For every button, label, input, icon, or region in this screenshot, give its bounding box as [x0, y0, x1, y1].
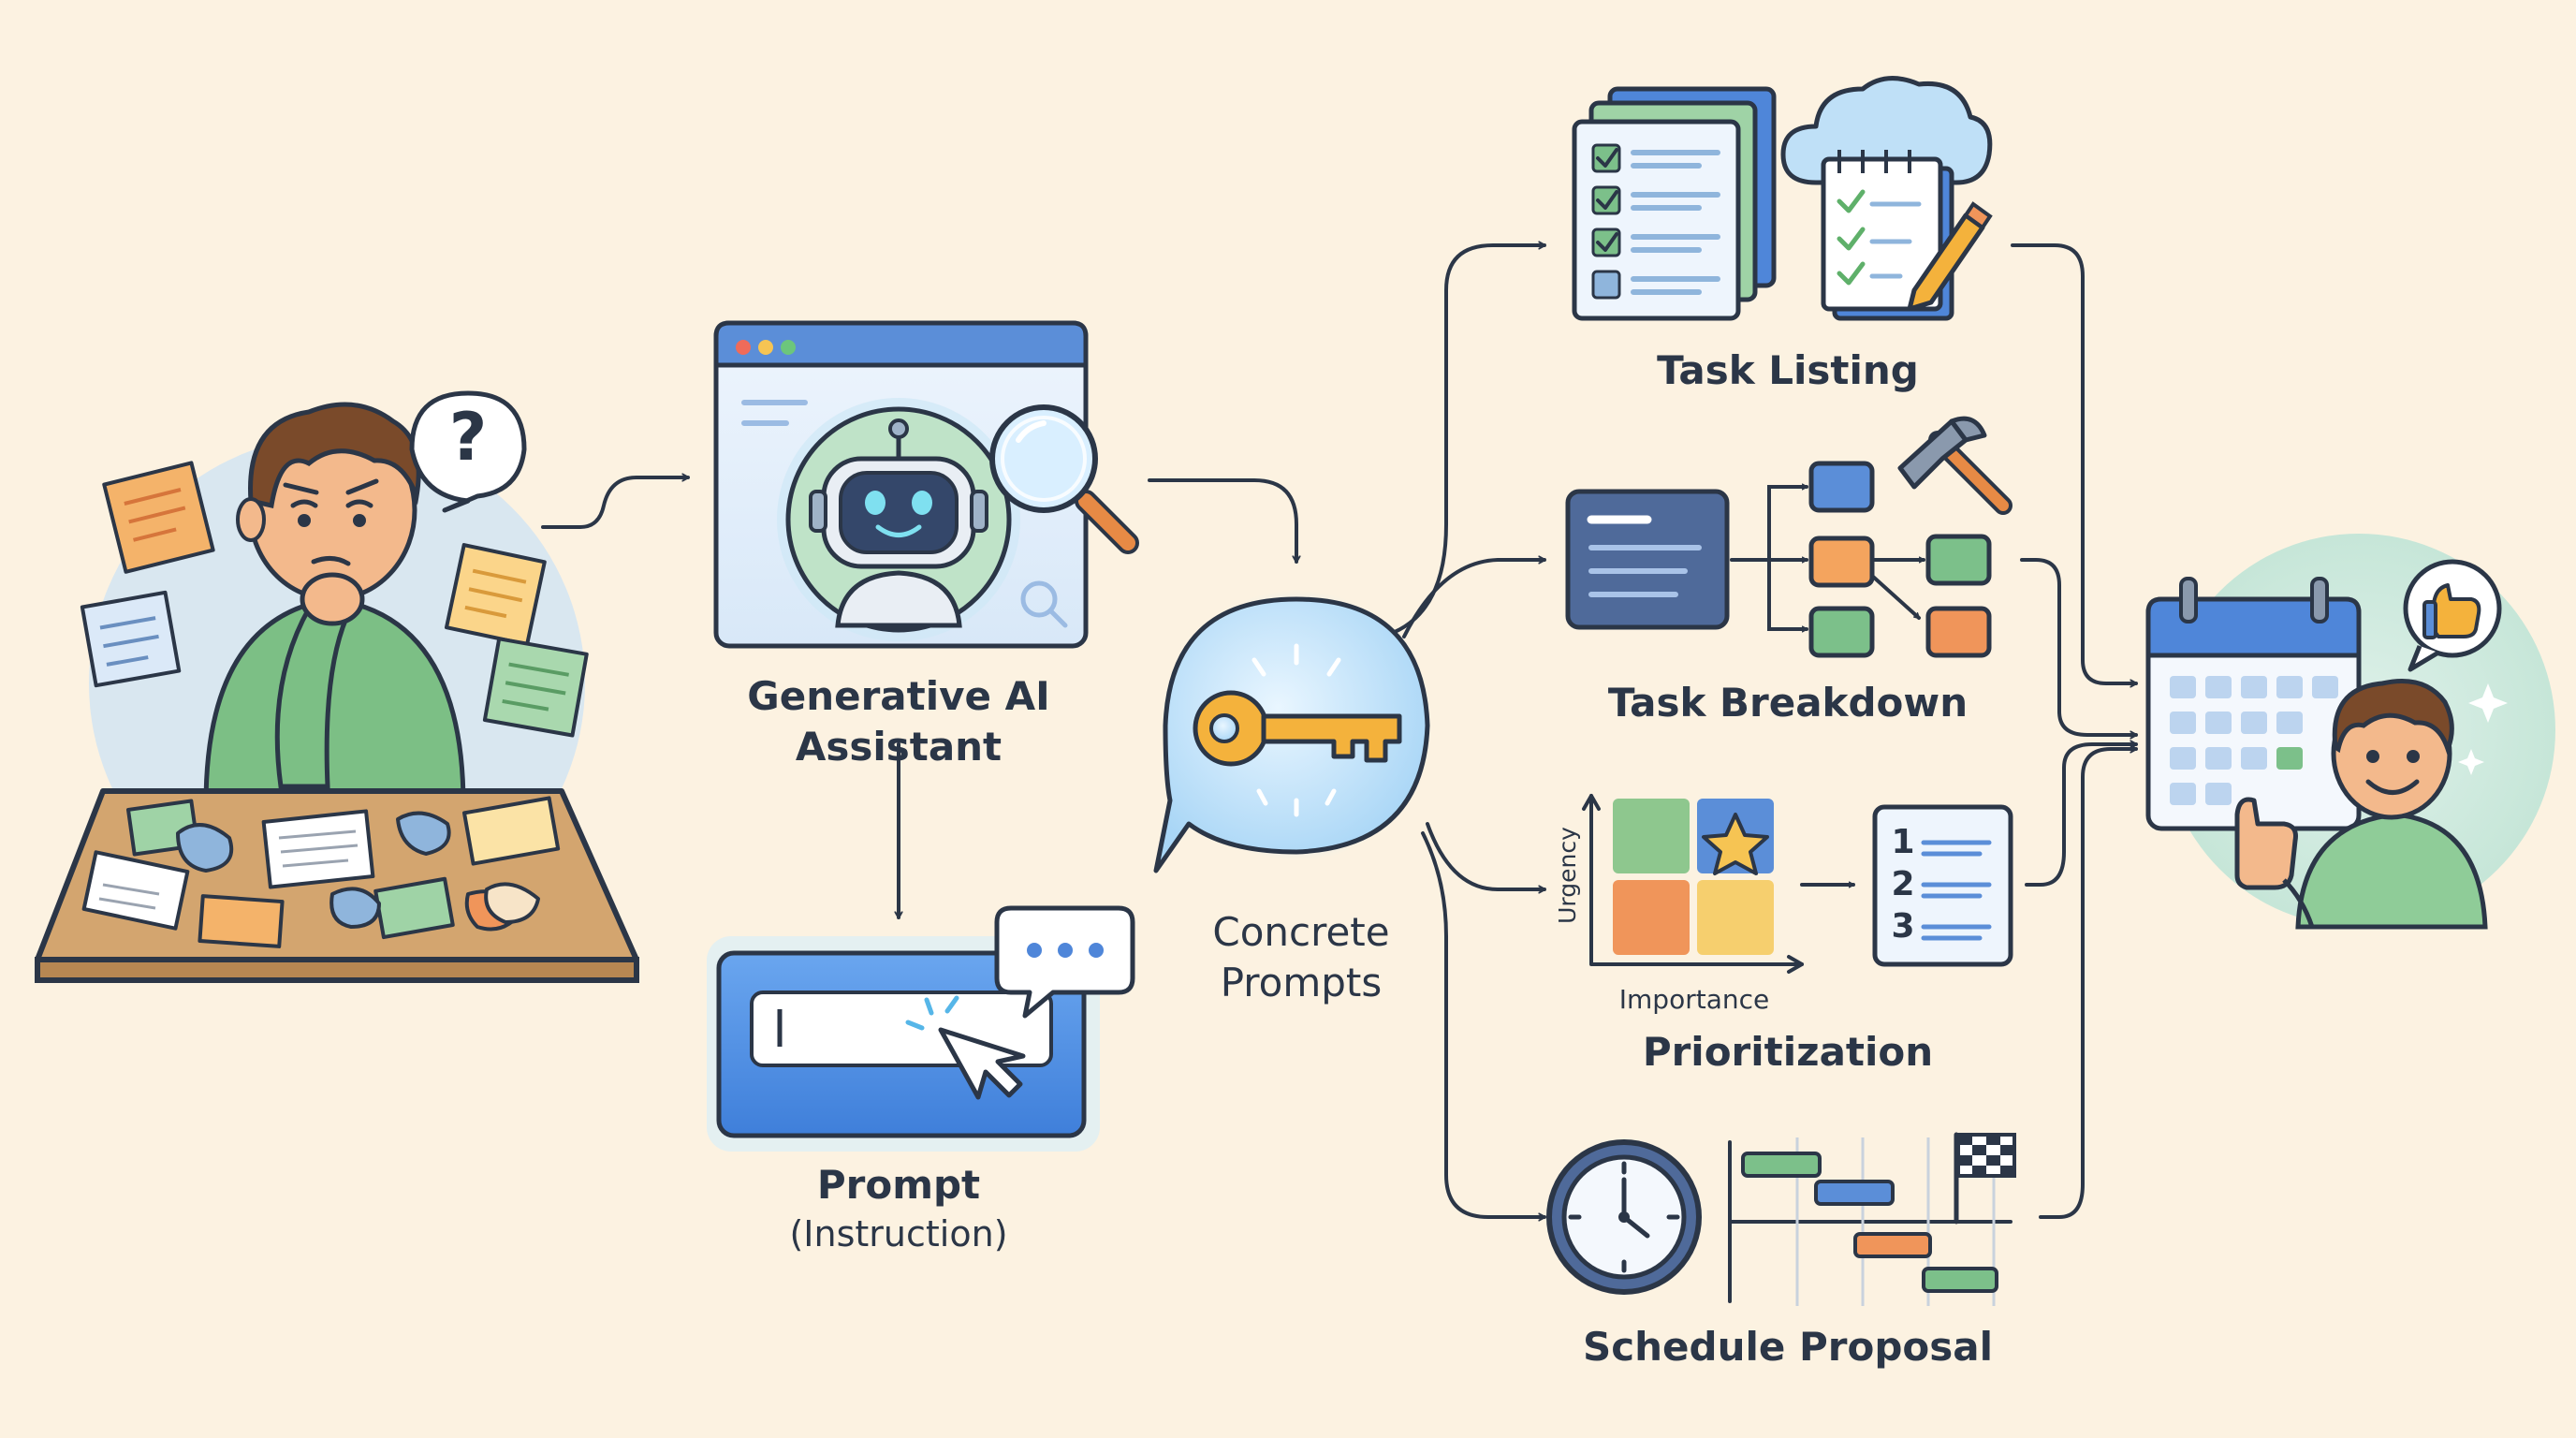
clock-icon [1546, 1139, 1702, 1295]
prompt-sub-label: (Instruction) [789, 1213, 1008, 1255]
checklist-icon [1572, 86, 1777, 321]
list-number-3: 3 [1891, 907, 1915, 946]
happy-person-icon [2234, 679, 2488, 930]
assistant-label-line2: Assistant [795, 724, 1003, 770]
task-listing-label: Task Listing [1657, 347, 1919, 393]
assistant-label-line1: Generative AI [747, 673, 1050, 719]
magnifier-icon [989, 404, 1139, 554]
prioritization-label: Prioritization [1642, 1029, 1934, 1075]
star-icon [1702, 813, 1769, 875]
gantt-icon [1728, 1137, 2012, 1306]
thumbs-up-bubble-icon [2403, 559, 2502, 672]
breakdown-tree-icon [1565, 461, 1992, 658]
sticky-notes [80, 461, 589, 738]
cloud-notepad-icon [1780, 76, 1993, 321]
checkered-flag-icon [1954, 1132, 2016, 1225]
robot-browser-icon [713, 320, 1089, 649]
sparkles [2458, 683, 2508, 775]
typing-bubble-icon [994, 905, 1135, 1019]
schedule-proposal-label: Schedule Proposal [1582, 1324, 1993, 1370]
list-number-2: 2 [1891, 865, 1915, 903]
desk [35, 788, 639, 983]
concrete-label-line1: Concrete [1212, 909, 1390, 955]
key-bubble-icon [1153, 590, 1432, 873]
question-mark: ? [448, 399, 488, 476]
flow-arrows [541, 245, 2138, 1217]
task-breakdown-label: Task Breakdown [1607, 680, 1969, 726]
concrete-label-line2: Prompts [1220, 960, 1383, 1005]
prompt-label: Prompt [816, 1162, 981, 1208]
importance-label: Importance [1618, 984, 1770, 1015]
hammer-icon [1897, 416, 2012, 515]
priority-matrix-icon [1582, 794, 1804, 974]
urgency-label: Urgency [1554, 827, 1581, 924]
question-bubble-icon [409, 390, 527, 513]
numbered-list-icon [1872, 804, 2013, 967]
list-number-1: 1 [1891, 823, 1915, 861]
